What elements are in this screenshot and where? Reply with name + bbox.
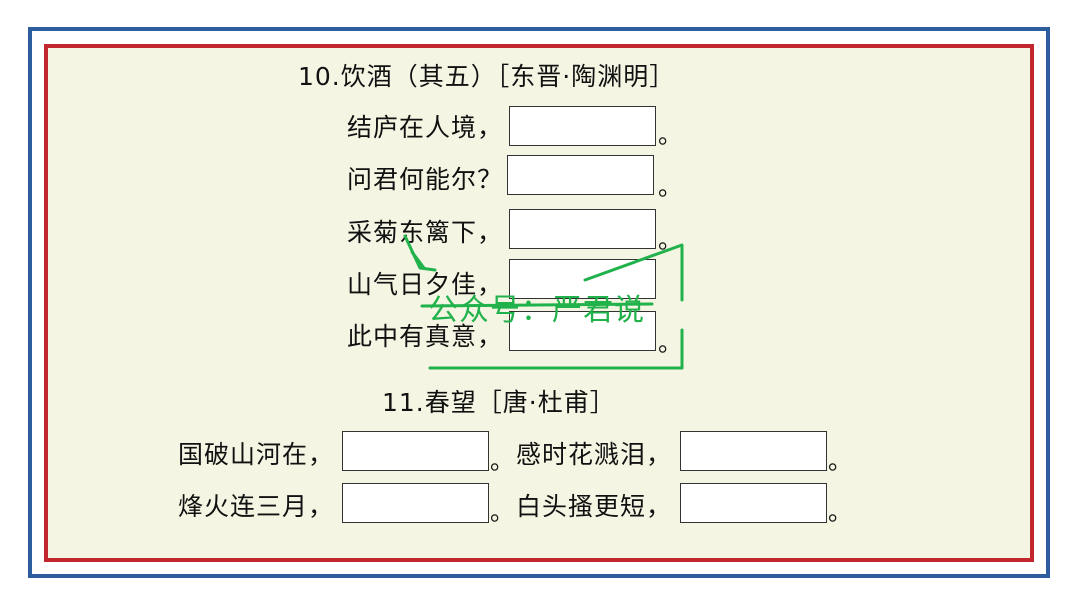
poem11-answer-box-4[interactable] <box>680 483 827 523</box>
poem10-line-1: 结庐在人境， <box>347 113 504 142</box>
period-mark: 。 <box>658 329 682 357</box>
poem10-answer-box-1[interactable] <box>509 106 656 146</box>
poem10-answer-box-4[interactable] <box>509 259 656 299</box>
poem11-title: 11.春望［唐·杜甫］ <box>382 388 616 417</box>
poem11-line-4: 白头搔更短， <box>516 492 673 521</box>
poem10-line-5: 此中有真意， <box>347 322 504 351</box>
poem11-answer-box-2[interactable] <box>680 431 827 471</box>
period-mark: 。 <box>490 498 514 526</box>
poem11-line-3: 烽火连三月， <box>178 492 335 521</box>
period-mark: 。 <box>828 498 852 526</box>
poem11-line-1: 国破山河在， <box>178 440 335 469</box>
poem11-answer-box-1[interactable] <box>342 431 489 471</box>
period-mark: 。 <box>658 173 682 201</box>
period-mark: 。 <box>658 121 682 149</box>
period-mark: 。 <box>828 447 852 475</box>
poem11-line-2: 感时花溅泪， <box>516 440 673 469</box>
watermark-text: 公众号：严君说 <box>428 293 645 328</box>
poem10-line-2: 问君何能尔？ <box>347 165 504 194</box>
poem10-title: 10.饮酒（其五）［东晋·陶渊明］ <box>298 62 676 91</box>
poem10-answer-box-2[interactable] <box>507 155 654 195</box>
poem10-answer-box-5[interactable] <box>509 311 656 351</box>
poem10-answer-box-3[interactable] <box>509 209 656 249</box>
period-mark: 。 <box>490 447 514 475</box>
poem10-line-3: 采菊东篱下， <box>347 218 504 247</box>
poem11-answer-box-3[interactable] <box>342 483 489 523</box>
poem10-line-4: 山气日夕佳， <box>347 270 504 299</box>
